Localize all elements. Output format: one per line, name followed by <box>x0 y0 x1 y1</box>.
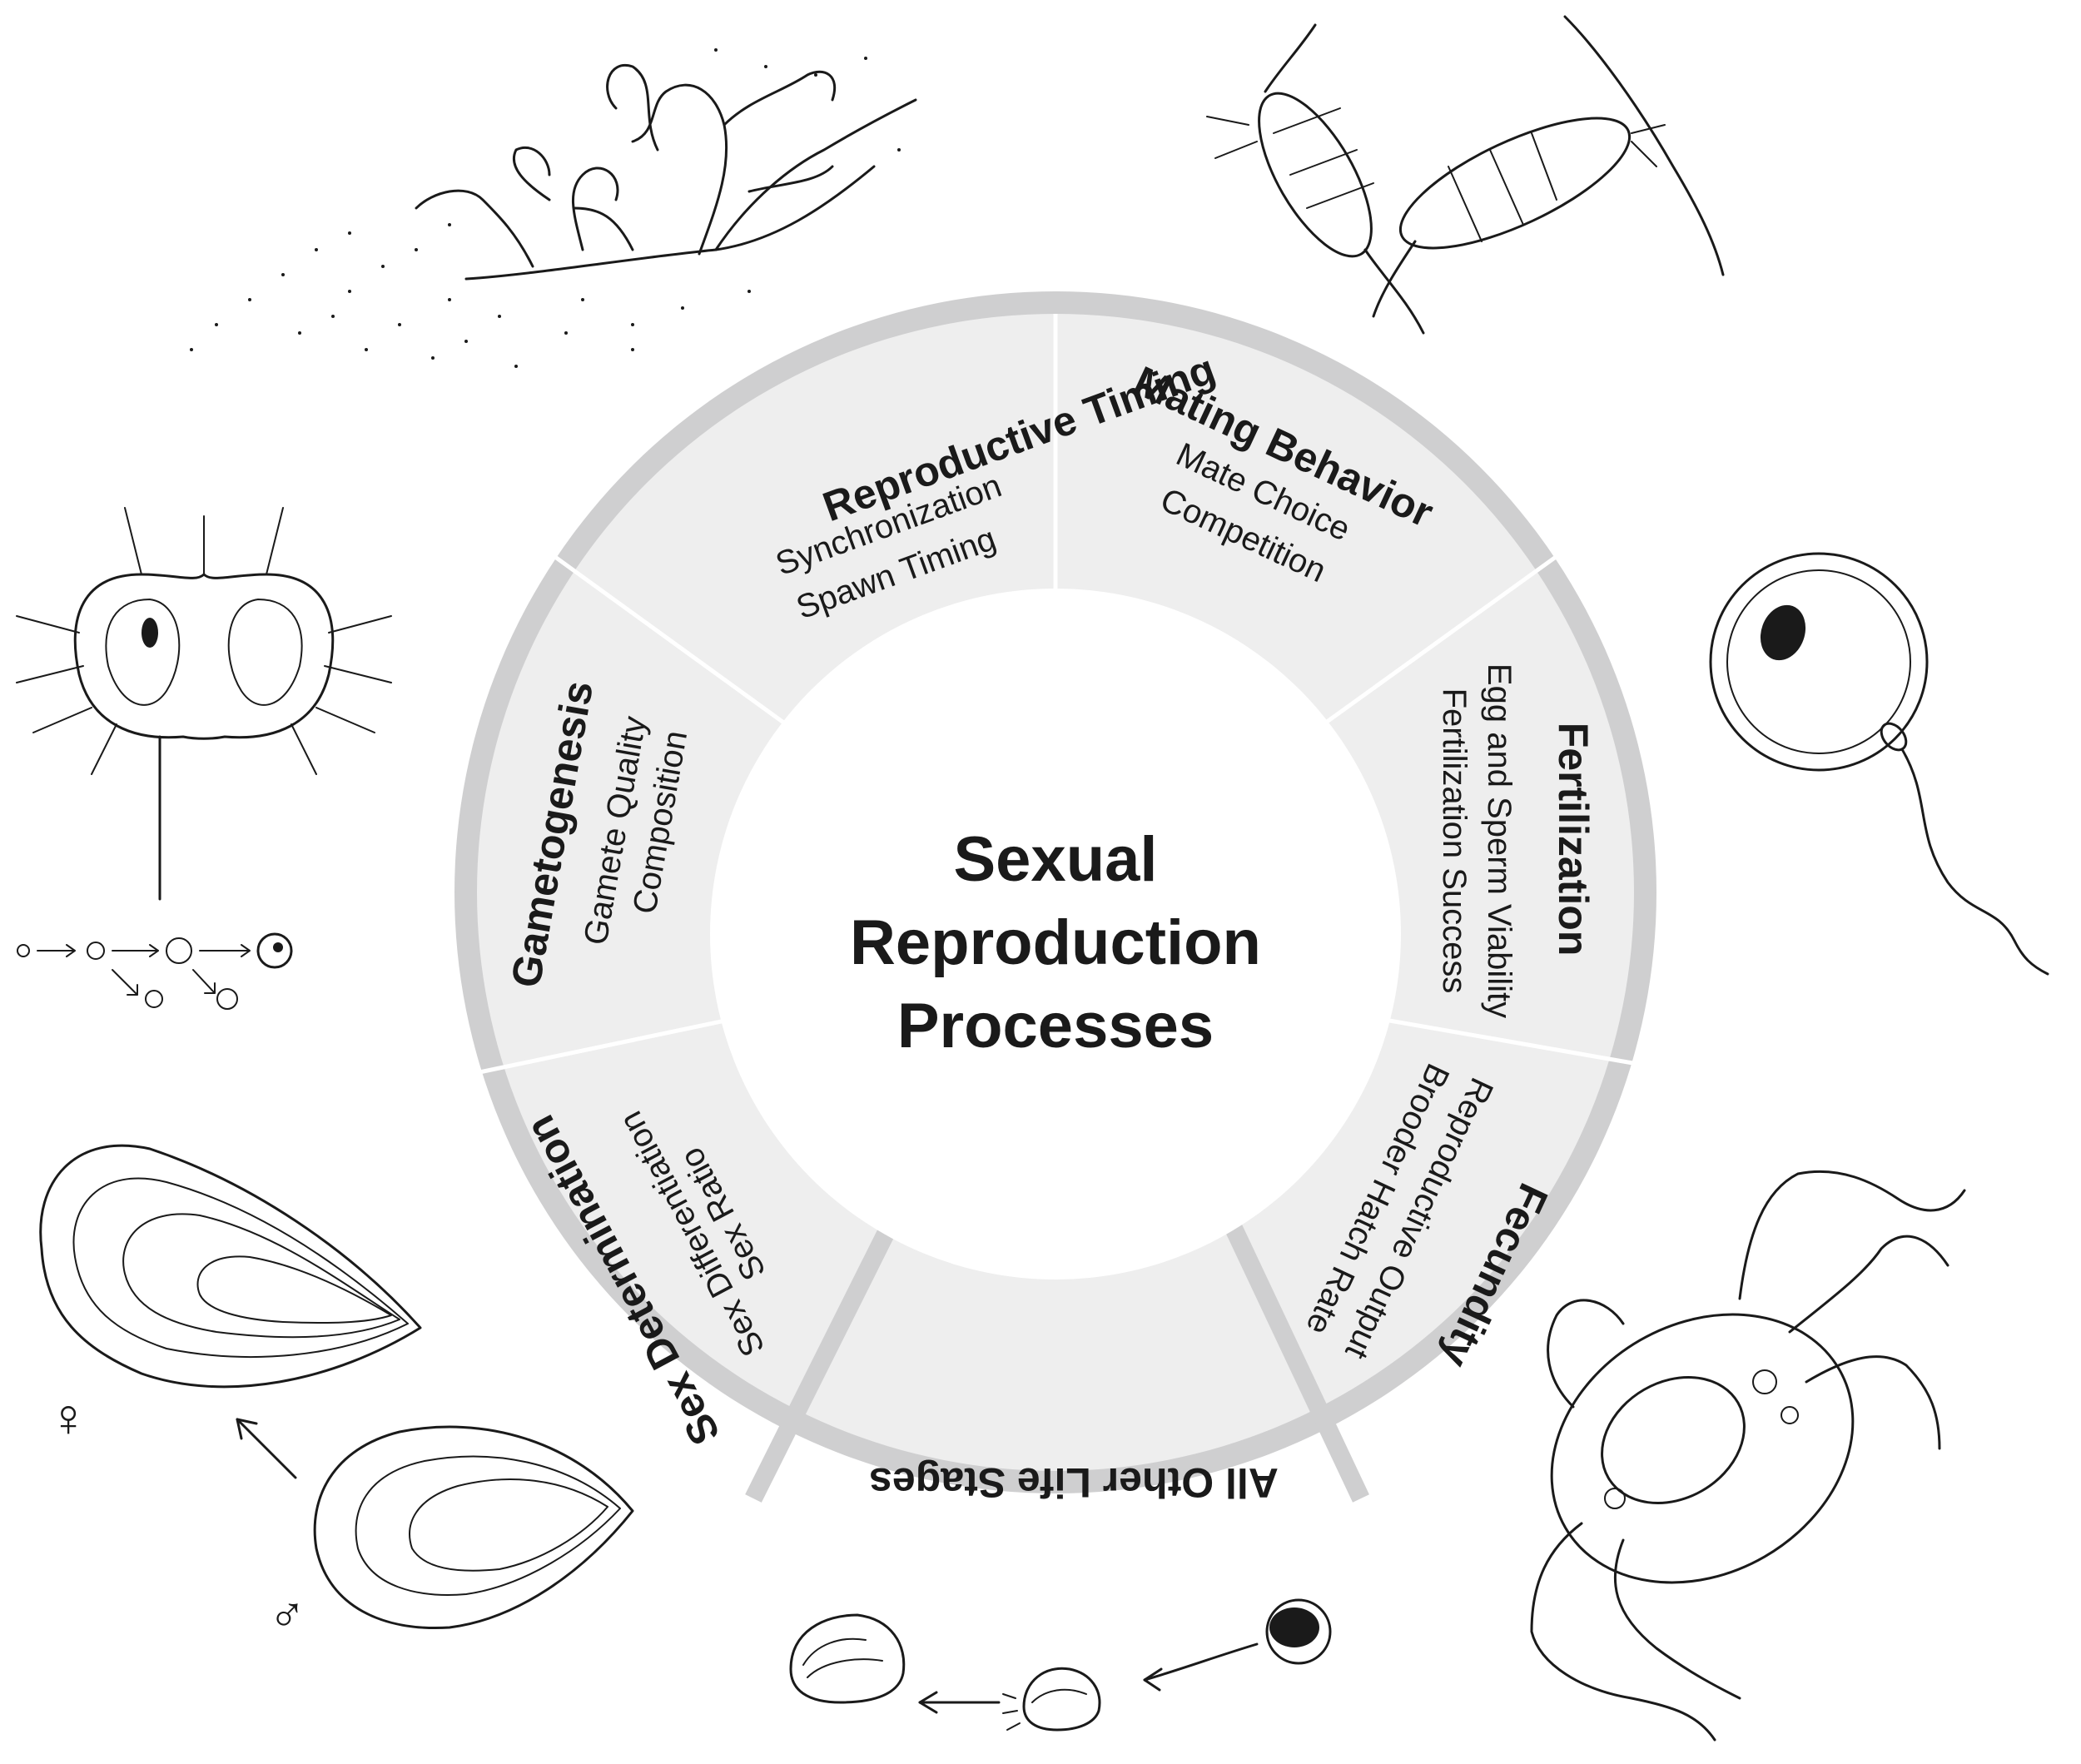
center-title-line-1: Sexual <box>953 824 1157 895</box>
crab-illustration <box>1530 1170 1966 1742</box>
segment-fertilization: Fertilization Egg and Sperm Viability Fe… <box>1436 663 1597 1018</box>
snail-icon <box>789 1598 1332 1732</box>
crab-icon <box>1530 1170 1966 1742</box>
all-other-life-stages-title: All Other Life Stages <box>869 1459 1279 1506</box>
seaweed-illustration <box>190 48 917 368</box>
urchin-larva-illustration <box>16 507 392 1010</box>
fertilization-item-1: Egg and Sperm Viability <box>1481 663 1517 1018</box>
copepod-icon <box>1206 15 1725 335</box>
fertilization-title: Fertilization <box>1550 723 1597 957</box>
segment-all-other-life-stages: All Other Life Stages <box>869 1459 1279 1506</box>
egg-and-sperm-illustration <box>1709 552 2049 976</box>
oyster-icon <box>39 1144 634 1630</box>
center-disc <box>710 589 1401 1280</box>
copepods-mating-illustration <box>1206 15 1725 335</box>
larva-icon <box>16 507 392 901</box>
gamete-development-sequence <box>17 932 293 1010</box>
male-symbol: ♂ <box>269 1587 306 1642</box>
fertilization-item-2: Fertilization Success <box>1436 688 1473 994</box>
snail-development-illustration <box>789 1598 1332 1732</box>
oysters-sex-change-illustration: ♀ ♂ <box>39 1144 634 1642</box>
female-symbol: ♀ <box>48 1388 88 1448</box>
segment-thick-dividers <box>745 1203 1369 1503</box>
process-ring <box>447 291 1657 1503</box>
seaweed-icon <box>190 48 917 368</box>
center-title-line-3: Processes <box>897 991 1214 1061</box>
center-title: Sexual Reproduction Processes <box>850 824 1261 1061</box>
center-title-line-2: Reproduction <box>850 907 1261 978</box>
egg-sperm-icon <box>1709 552 2049 976</box>
segment-dividers <box>447 314 1657 1081</box>
